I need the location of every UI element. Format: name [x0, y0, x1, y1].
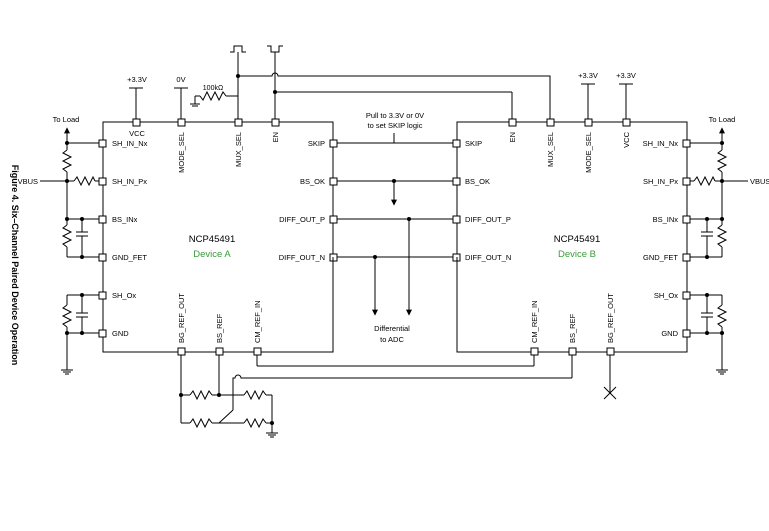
svg-text:MUX_SEL: MUX_SEL [546, 132, 555, 167]
svg-text:VCC: VCC [129, 129, 145, 138]
label-a-vcc-supply: +3.3V [127, 75, 147, 84]
svg-text:DIFF_OUT_P: DIFF_OUT_P [465, 215, 511, 224]
svg-text:SH_IN_Px: SH_IN_Px [112, 177, 147, 186]
top-control-wiring [129, 45, 633, 119]
svg-text:BS_INx: BS_INx [112, 215, 138, 224]
svg-text:MUX_SEL: MUX_SEL [234, 132, 243, 167]
adc-note-2: to ADC [380, 335, 404, 344]
svg-text:DIFF_OUT_N: DIFF_OUT_N [465, 253, 511, 262]
device-b-sense-network [690, 127, 748, 375]
svg-text:SH_IN_Nx: SH_IN_Nx [643, 139, 679, 148]
svg-text:SH_Ox: SH_Ox [654, 291, 678, 300]
svg-text:SH_Ox: SH_Ox [112, 291, 136, 300]
device-a-left-pins: SH_IN_Nx SH_IN_Px BS_INx GND_FET SH_Ox G… [98, 139, 148, 338]
svg-text:BS_REF: BS_REF [568, 313, 577, 343]
svg-text:DIFF_OUT_N: DIFF_OUT_N [279, 253, 325, 262]
svg-text:BS_OK: BS_OK [465, 177, 490, 186]
device-a-body [102, 121, 334, 353]
reference-network [179, 257, 617, 438]
svg-text:MODE_SEL: MODE_SEL [584, 132, 593, 173]
svg-text:BS_OK: BS_OK [300, 177, 325, 186]
svg-text:DIFF_OUT_P: DIFF_OUT_P [279, 215, 325, 224]
svg-text:GND: GND [112, 329, 129, 338]
device-a-name: Device A [193, 249, 231, 260]
svg-text:EN: EN [508, 132, 517, 142]
svg-text:VCC: VCC [622, 131, 631, 147]
svg-text:SH_IN_Px: SH_IN_Px [643, 177, 678, 186]
svg-text:BS_REF: BS_REF [215, 313, 224, 343]
skip-note-1: Pull to 3.3V or 0V [366, 111, 424, 120]
svg-text:SKIP: SKIP [465, 139, 482, 148]
svg-text:BG_REF_OUT: BG_REF_OUT [606, 293, 615, 343]
middle-interconnect [337, 133, 453, 316]
svg-text:MODE_SEL: MODE_SEL [177, 132, 186, 173]
svg-text:SKIP: SKIP [308, 139, 325, 148]
svg-text:GND_FET: GND_FET [112, 253, 147, 262]
label-100k: 100kΩ [203, 85, 223, 92]
vbus-right: VBUS [750, 177, 769, 186]
svg-text:CM_REF_IN: CM_REF_IN [253, 300, 262, 343]
svg-text:GND_FET: GND_FET [643, 253, 678, 262]
device-b-name: Device B [558, 249, 596, 260]
skip-note-2: to set SKIP logic [368, 121, 423, 130]
label-b-mode-supply: +3.3V [578, 71, 598, 80]
device-a-sense-network [40, 127, 99, 375]
label-a-mode-supply: 0V [176, 75, 185, 84]
svg-text:EN: EN [271, 132, 280, 142]
device-b-part: NCP45491 [554, 234, 600, 245]
svg-text:SH_IN_Nx: SH_IN_Nx [112, 139, 148, 148]
device-a-part: NCP45491 [189, 234, 235, 245]
svg-text:GND: GND [661, 329, 678, 338]
svg-text:CM_REF_IN: CM_REF_IN [530, 300, 539, 343]
to-load-left: To Load [53, 115, 80, 124]
device-b-top-pins: EN MUX_SEL MODE_SEL VCC [508, 118, 631, 173]
adc-note-1: Differential [374, 324, 410, 333]
svg-text:BS_INx: BS_INx [653, 215, 679, 224]
label-b-vcc-supply: +3.3V [616, 71, 636, 80]
svg-text:BG_REF_OUT: BG_REF_OUT [177, 293, 186, 343]
figure-caption: Figure 4. Six–Channel Paired Device Oper… [10, 165, 20, 366]
vbus-left: VBUS [18, 177, 38, 186]
device-b-body [456, 121, 688, 353]
to-load-right: To Load [709, 115, 736, 124]
